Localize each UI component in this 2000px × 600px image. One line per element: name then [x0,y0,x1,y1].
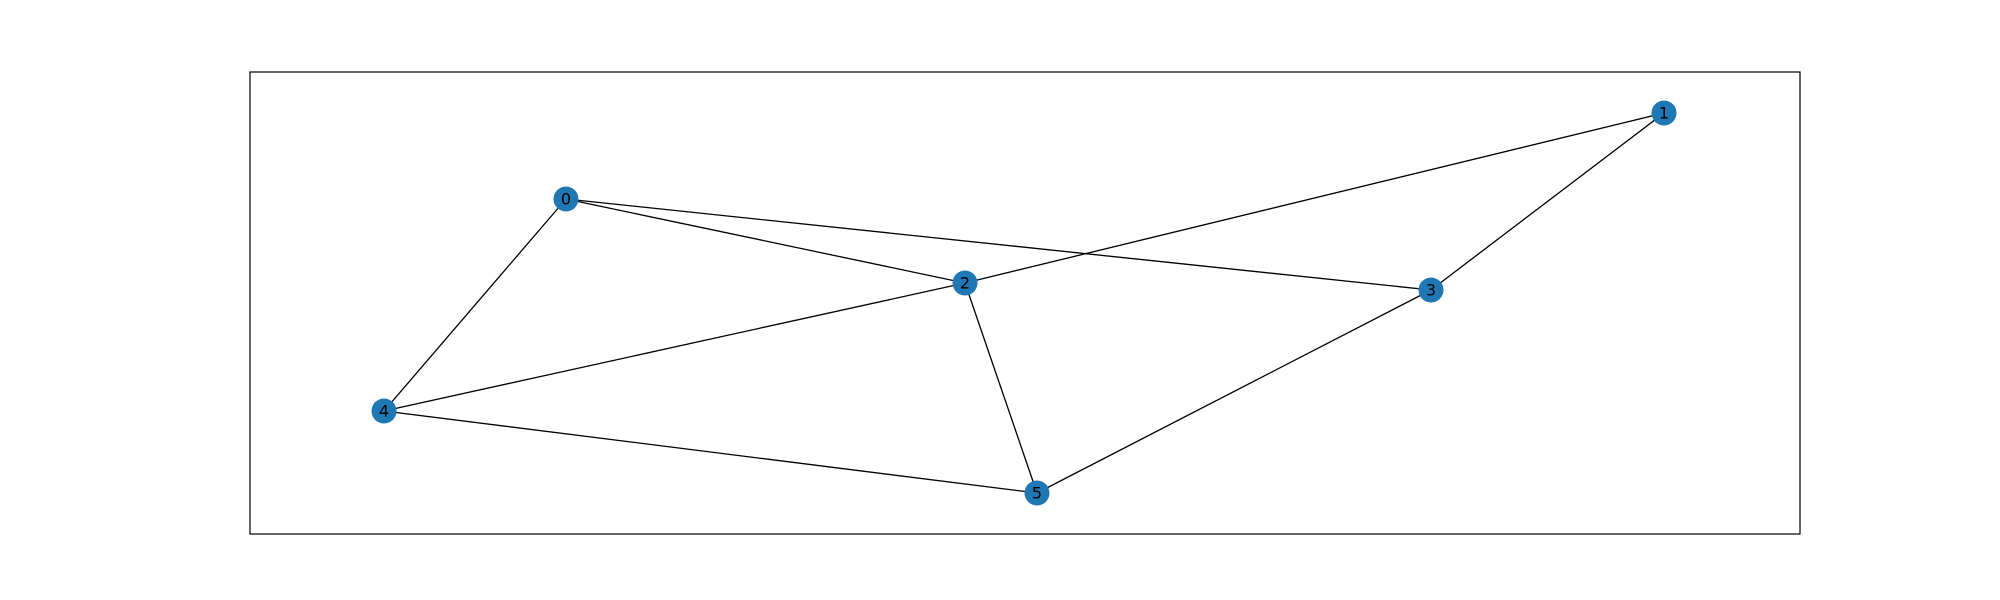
node-3: 3 [1418,277,1444,303]
node-label-4: 4 [379,402,389,421]
edge-2-5 [964,282,1038,494]
node-0: 0 [553,186,579,212]
node-4: 4 [371,398,397,424]
node-2: 2 [952,270,978,296]
node-label-2: 2 [960,274,970,293]
node-label-1: 1 [1659,104,1669,123]
node-label-0: 0 [561,190,571,209]
node-circle-2 [952,270,978,296]
edge-0-3 [565,198,1432,291]
node-5: 5 [1024,480,1050,506]
edge-0-4 [383,198,567,412]
node-circle-0 [553,186,579,212]
plot-frame [249,71,1801,535]
node-circle-1 [1651,100,1677,126]
edge-1-2 [964,112,1665,284]
edges-layer [383,112,1665,494]
node-label-5: 5 [1032,484,1042,503]
edge-2-4 [383,282,966,412]
edge-1-3 [1430,112,1665,291]
node-1: 1 [1651,100,1677,126]
node-label-3: 3 [1426,281,1436,300]
nodes-layer: 0 1 2 3 4 5 [371,100,1677,506]
node-circle-4 [371,398,397,424]
node-circle-3 [1418,277,1444,303]
node-circle-5 [1024,480,1050,506]
edge-0-2 [565,198,966,284]
edge-4-5 [383,410,1038,494]
edge-3-5 [1036,289,1432,494]
